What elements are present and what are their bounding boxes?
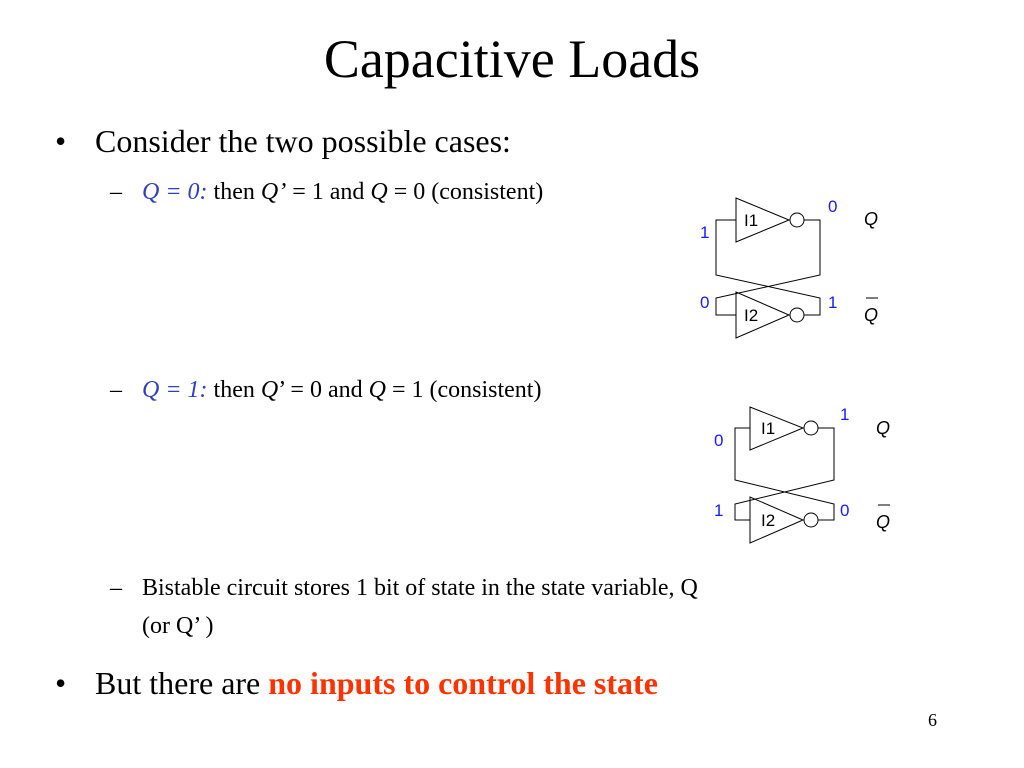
case-q0-line: –Q = 0: then Q’ = 1 and Q = 0 (consisten… (110, 178, 543, 207)
cross-coupled-inverters-top: I1 I2 1 0 0 1 Q Q (700, 197, 878, 339)
dash: – (110, 377, 122, 403)
case-q1-text3: = 1 (consistent) (385, 377, 542, 403)
logic-value-i1-in: 0 (714, 431, 723, 450)
output-label-q-bar: Q (876, 512, 890, 532)
case-q1-q: Q (368, 377, 386, 403)
case-q0-q: Q (370, 179, 388, 205)
inverter-i2-bubble (789, 307, 805, 323)
logic-value-i1-out: 0 (828, 197, 837, 216)
bullet-no-inputs: • But there are no inputs to control the … (55, 664, 658, 702)
logic-value-i2-in: 1 (714, 501, 723, 520)
inverter-i2-triangle (749, 496, 805, 544)
wire-i1-output (715, 219, 821, 316)
cross-coupled-inverters-bottom: I1 I2 0 1 1 0 Q Q (714, 405, 890, 544)
bistable-text: Bistable circuit stores 1 bit of state i… (142, 575, 698, 601)
inverter-i1-bubble (803, 420, 819, 436)
bullet-text: But there are (95, 665, 269, 701)
gate-label-i2: I2 (761, 511, 775, 530)
wire-i2-output (734, 427, 835, 521)
case-q1-text2: ’ = 0 and (278, 377, 369, 403)
case-q0-text3: = 0 (consistent) (387, 179, 544, 205)
bullet-highlight: no inputs to control the state (268, 665, 658, 701)
case-q0-text1: then (207, 179, 261, 205)
logic-value-i1-in: 1 (700, 223, 709, 242)
inverter-i1-triangle (749, 406, 805, 451)
logic-value-i2-in: 0 (700, 293, 709, 312)
bistable-continuation: (or Q’ ) (142, 613, 214, 639)
case-q1-line: –Q = 1: then Q’ = 0 and Q = 1 (consisten… (110, 376, 541, 405)
dash: – (110, 179, 122, 205)
case-q0-qprime: Q’ (260, 179, 287, 205)
dash: – (110, 575, 122, 601)
logic-value-i2-out: 0 (840, 501, 849, 520)
bullet-dot: • (55, 665, 67, 701)
logic-value-i1-out: 1 (840, 405, 849, 424)
wire-i2-output (715, 219, 821, 316)
case-q1-condition: Q = 1: (142, 377, 208, 403)
bistable-line: –Bistable circuit stores 1 bit of state … (110, 574, 698, 603)
bullet-dot: • (55, 123, 67, 159)
gate-label-i2: I2 (744, 306, 758, 325)
case-q1-qprime: Q (260, 377, 279, 403)
inverter-i2-bubble (803, 512, 819, 528)
logic-value-i2-out: 1 (828, 293, 837, 312)
output-label-q: Q (876, 418, 890, 438)
case-q1-text1: then (207, 377, 261, 403)
bullet-consider: • Consider the two possible cases: (55, 122, 511, 160)
inverter-i1-bubble (789, 212, 805, 228)
bullet-text: Consider the two possible cases: (95, 123, 511, 159)
gate-label-i1: I1 (744, 211, 758, 230)
slide-title: Capacitive Loads (323, 29, 701, 89)
gate-label-i1: I1 (761, 419, 775, 438)
page-number: 6 (928, 710, 937, 730)
output-label-q-bar: Q (864, 305, 878, 325)
case-q0-condition: Q = 0: (142, 179, 208, 205)
case-q0-text2: = 1 and (286, 179, 371, 205)
output-label-q: Q (864, 209, 878, 229)
